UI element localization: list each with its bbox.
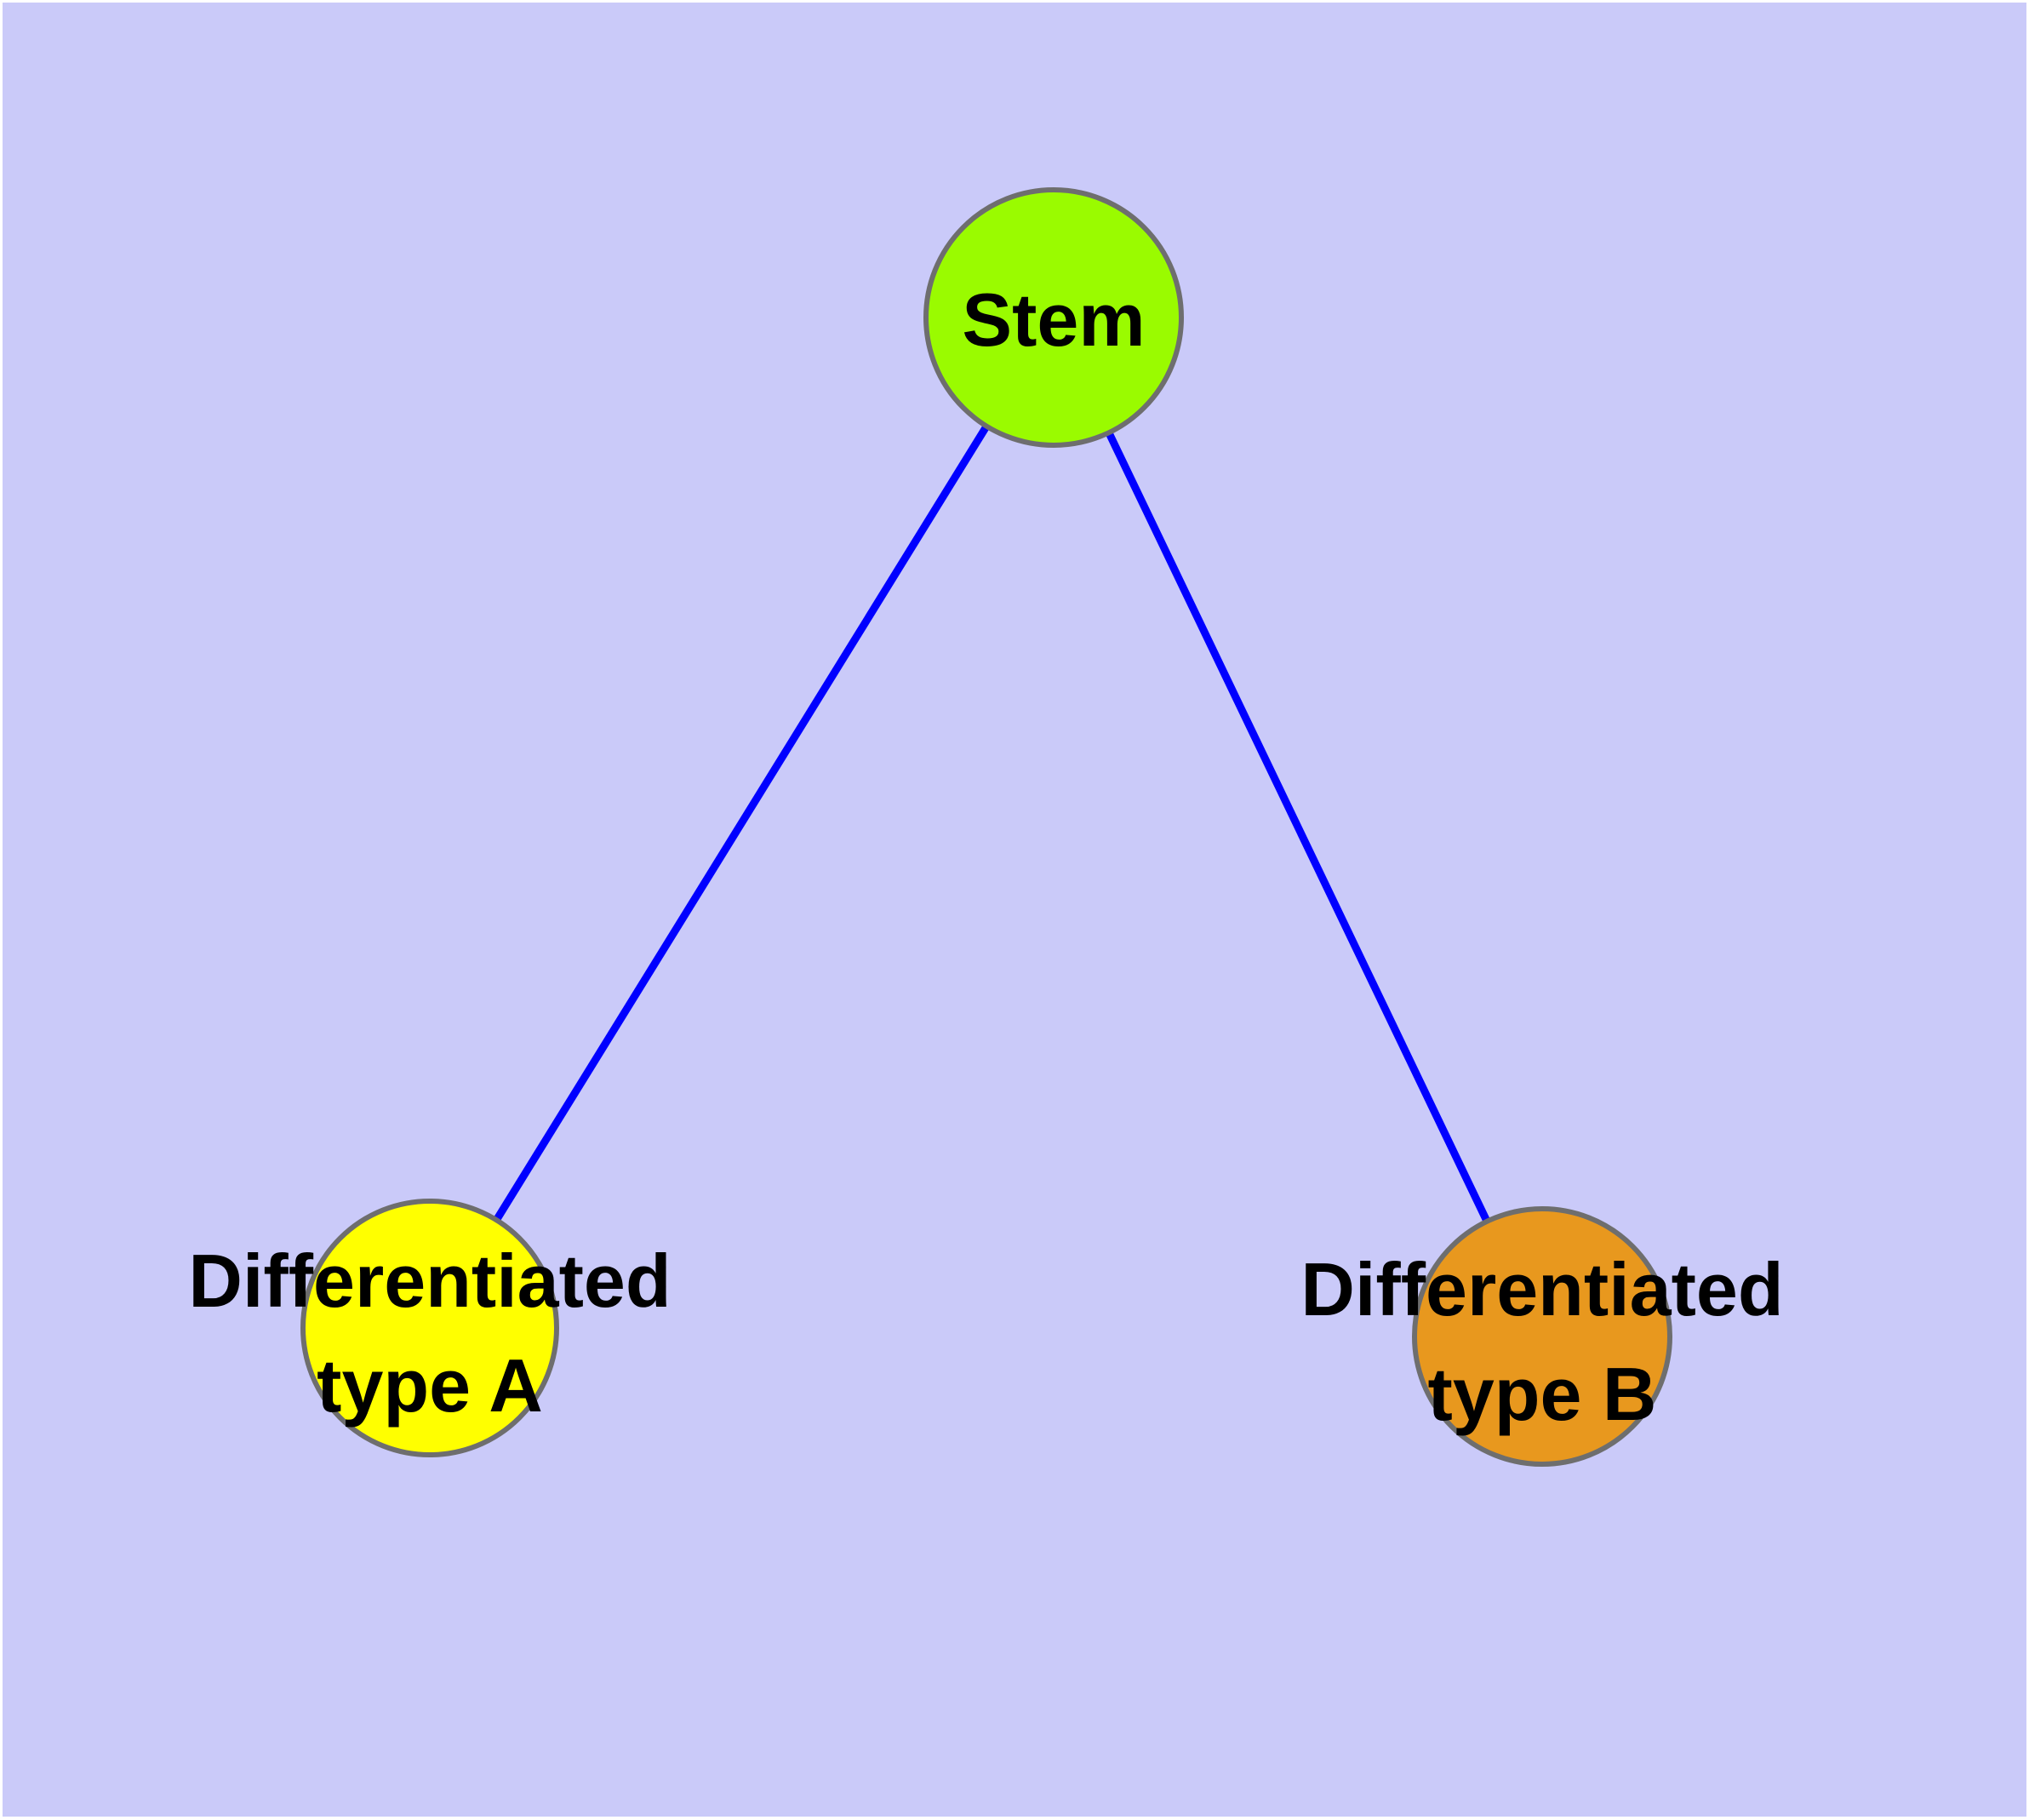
edge-stem-to-type-b xyxy=(1049,316,1546,1338)
edge-stem-to-type-a xyxy=(426,315,1057,1331)
node-stem[interactable]: Stem xyxy=(923,187,1184,448)
node-type-b-circle[interactable] xyxy=(1412,1206,1672,1467)
node-type-b-label-line1: Differentiated xyxy=(1300,1247,1783,1331)
node-type-a-circle[interactable] xyxy=(300,1199,559,1457)
node-type-a-label-line2: type A xyxy=(317,1343,543,1428)
node-type-a[interactable]: Differentiated type A xyxy=(188,1199,672,1457)
edge-layer xyxy=(426,315,1546,1338)
node-type-b-label-line2: type B xyxy=(1428,1352,1657,1436)
node-type-b[interactable]: Differentiated type B xyxy=(1300,1206,1784,1467)
node-type-a-label-line1: Differentiated xyxy=(188,1239,671,1323)
node-stem-circle[interactable] xyxy=(923,187,1184,448)
node-stem-label: Stem xyxy=(962,278,1145,362)
